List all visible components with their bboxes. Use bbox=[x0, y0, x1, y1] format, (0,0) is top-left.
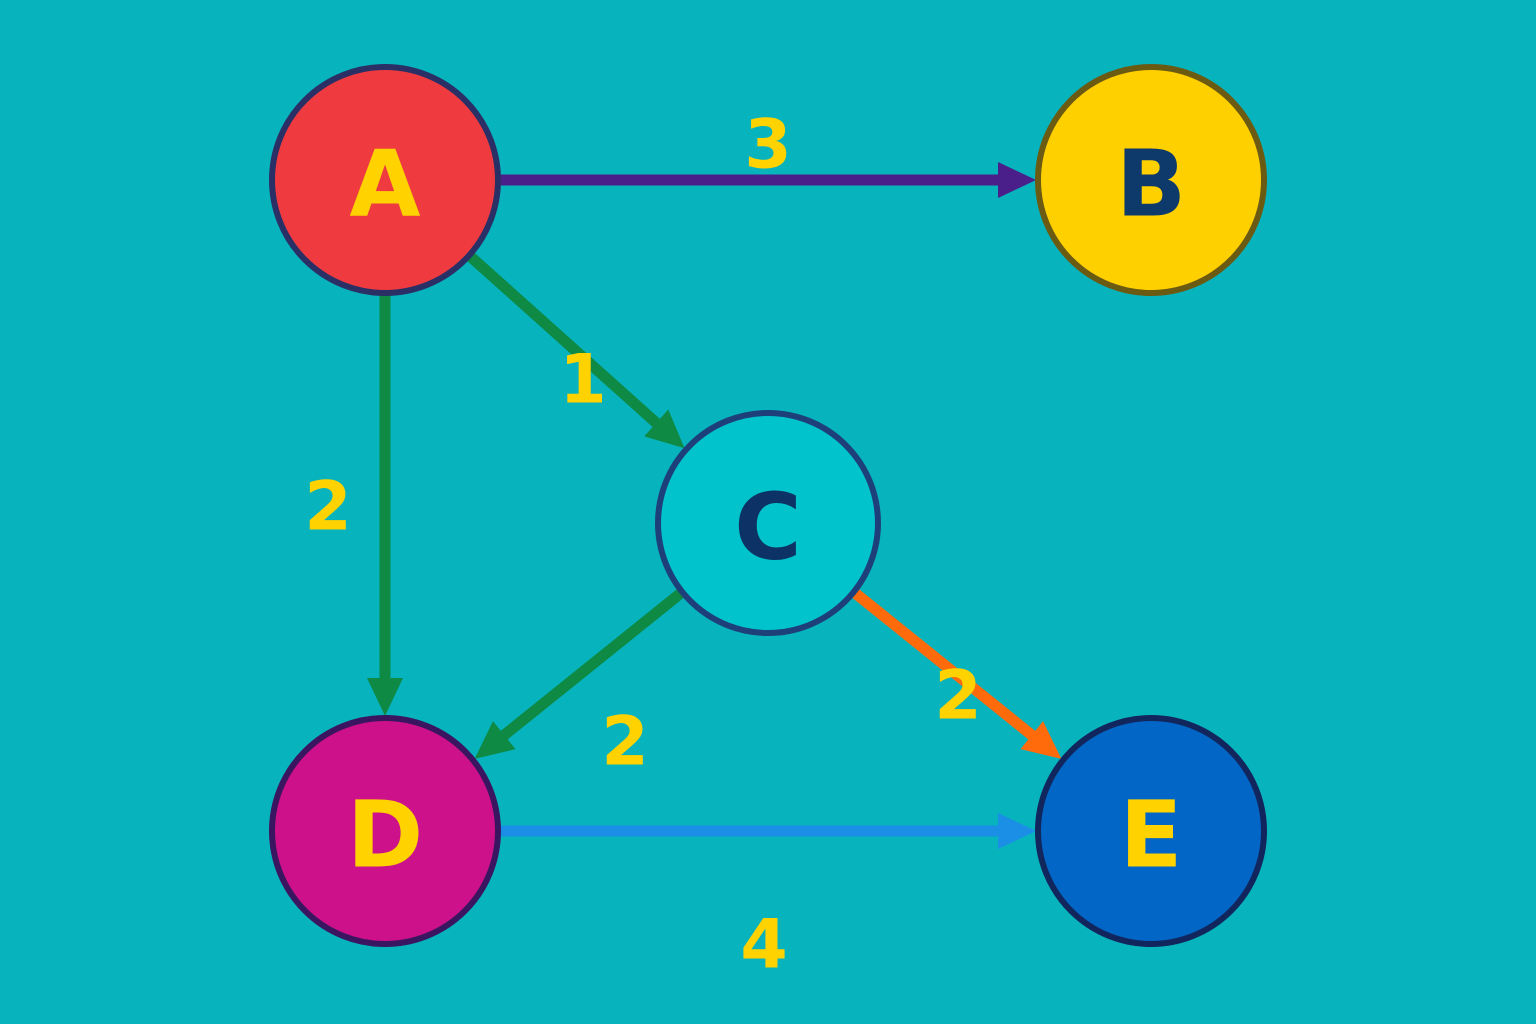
edge-weight-c-d: 2 bbox=[601, 703, 648, 782]
node-e[interactable]: E bbox=[1035, 715, 1267, 947]
edge-c-e bbox=[849, 587, 1062, 759]
edge-a-d bbox=[367, 289, 403, 716]
edge-weights-layer: 3 1 2 2 2 4 bbox=[304, 106, 981, 985]
node-circle bbox=[1035, 64, 1267, 296]
node-c[interactable]: C bbox=[655, 410, 881, 636]
edge-line bbox=[849, 587, 1042, 745]
edges-layer bbox=[367, 162, 1062, 849]
edge-weight-a-d: 2 bbox=[304, 468, 351, 547]
edge-a-b bbox=[494, 162, 1036, 198]
node-label: B bbox=[1116, 131, 1186, 238]
node-d[interactable]: D bbox=[269, 715, 501, 947]
node-circle bbox=[269, 715, 501, 947]
edge-a-c bbox=[465, 251, 685, 449]
arrowhead-icon bbox=[998, 162, 1036, 198]
edge-line bbox=[494, 587, 687, 745]
node-label: D bbox=[347, 782, 423, 889]
arrowhead-icon bbox=[998, 813, 1036, 849]
node-label: A bbox=[349, 131, 420, 238]
arrowhead-icon bbox=[1020, 721, 1062, 759]
node-label: C bbox=[734, 474, 802, 581]
arrowhead-icon bbox=[644, 409, 685, 449]
node-b[interactable]: B bbox=[1035, 64, 1267, 296]
arrowhead-icon bbox=[367, 678, 403, 716]
node-circle bbox=[269, 64, 501, 296]
node-circle bbox=[1035, 715, 1267, 947]
edge-weight-d-e: 4 bbox=[740, 906, 787, 985]
nodes-layer: A B C D E bbox=[269, 64, 1267, 947]
edge-weight-a-c: 1 bbox=[559, 341, 606, 420]
arrowhead-icon bbox=[474, 721, 516, 759]
node-a[interactable]: A bbox=[269, 64, 501, 296]
edge-weight-a-b: 3 bbox=[744, 106, 791, 185]
node-circle bbox=[655, 410, 881, 636]
edge-c-d bbox=[474, 587, 687, 759]
edge-d-e bbox=[494, 813, 1036, 849]
edge-line bbox=[465, 251, 667, 433]
node-label: E bbox=[1120, 782, 1183, 889]
edge-weight-c-e: 2 bbox=[934, 657, 981, 736]
